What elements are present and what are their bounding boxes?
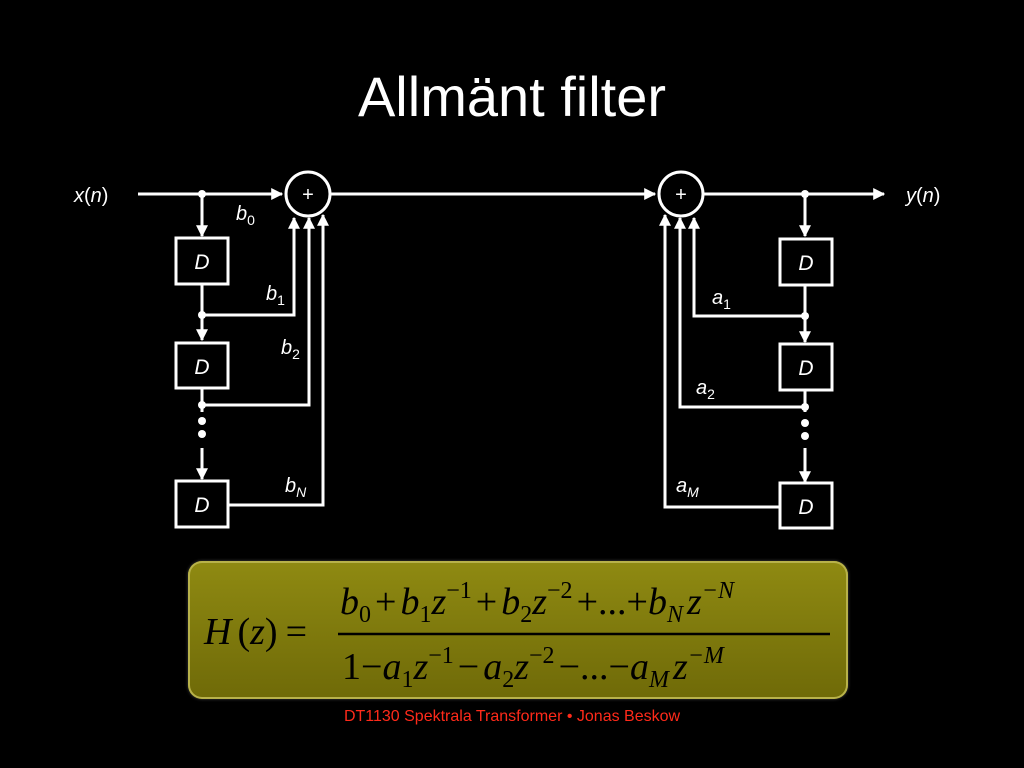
filter-block-diagram: + + D D D D D D x(n) y(n) b0 b1 b2 b bbox=[73, 170, 940, 530]
formula-lhs: H(z)= bbox=[203, 611, 307, 653]
coeff-b1: b1 bbox=[266, 283, 285, 308]
delay-label-right-3: D bbox=[798, 496, 813, 519]
coeff-b2: b2 bbox=[281, 337, 300, 362]
delay-label-left-3: D bbox=[194, 494, 209, 517]
right-summing-node bbox=[657, 170, 705, 218]
delay-label-left-2: D bbox=[194, 356, 209, 379]
slide-footer: DT1130 Spektrala Transformer • Jonas Bes… bbox=[343, 708, 681, 725]
branch-dot bbox=[198, 190, 206, 198]
tap-b2-path bbox=[202, 216, 315, 407]
delay-box-right-3 bbox=[778, 481, 834, 530]
branch-dot bbox=[198, 311, 206, 319]
coeff-bN: bN bbox=[285, 475, 307, 500]
tap-aM-path bbox=[659, 213, 780, 509]
slide-title: Allmänt filter bbox=[357, 65, 667, 128]
right-sum-symbol: + bbox=[675, 184, 687, 206]
coeff-b0: b0 bbox=[236, 203, 255, 228]
coeff-a1: a1 bbox=[712, 287, 731, 312]
output-label: y(n) bbox=[904, 185, 940, 207]
left-summing-node bbox=[284, 170, 332, 218]
delay-box-right-1 bbox=[778, 237, 834, 287]
delay-label-right-1: D bbox=[798, 252, 813, 275]
branch-dot bbox=[801, 403, 809, 411]
ellipsis-dot bbox=[198, 430, 206, 438]
ellipsis-dot bbox=[801, 419, 809, 427]
branch-dot bbox=[801, 190, 809, 198]
tap-a1-path bbox=[688, 216, 805, 318]
ellipsis-dot bbox=[801, 432, 809, 440]
branch-dot bbox=[198, 401, 206, 409]
delay-box-left-3 bbox=[174, 479, 230, 529]
tap-bN-path bbox=[229, 213, 329, 507]
tap-b1-path bbox=[202, 216, 300, 317]
delay-box-right-2 bbox=[778, 342, 834, 392]
coeff-aM: aM bbox=[676, 475, 699, 500]
branch-dot bbox=[801, 312, 809, 320]
left-sum-symbol: + bbox=[302, 184, 314, 206]
ellipsis-dot bbox=[198, 417, 206, 425]
transfer-function-box bbox=[188, 561, 848, 699]
delay-box-left-2 bbox=[174, 341, 230, 390]
tap-a2-path bbox=[674, 216, 805, 409]
delay-box-left-1 bbox=[174, 236, 230, 286]
input-label: x(n) bbox=[73, 185, 108, 207]
delay-label-right-2: D bbox=[798, 357, 813, 380]
delay-label-left-1: D bbox=[194, 251, 209, 274]
coeff-a2: a2 bbox=[696, 377, 715, 402]
